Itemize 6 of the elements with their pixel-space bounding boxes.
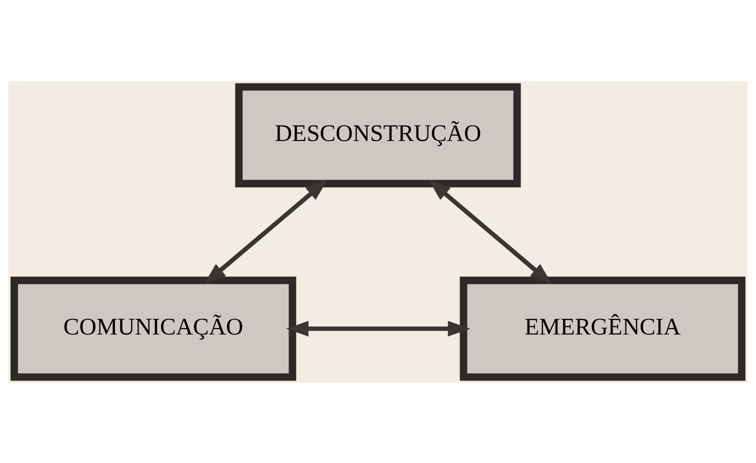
arrow bbox=[286, 320, 470, 336]
arrow bbox=[204, 179, 328, 284]
node-box: COMUNICAÇÃO bbox=[10, 276, 296, 380]
node-box: DESCONSTRUÇÃO bbox=[235, 82, 521, 187]
arrow bbox=[428, 179, 552, 284]
node-box: EMERGÊNCIA bbox=[460, 276, 746, 380]
